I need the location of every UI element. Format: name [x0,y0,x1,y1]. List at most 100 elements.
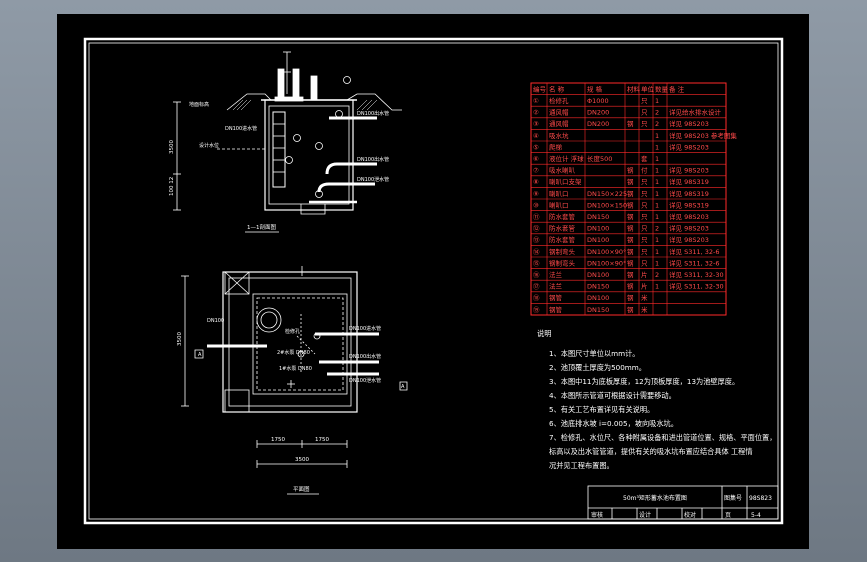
bom-cell: 详见 98S203 [669,224,709,233]
bom-cell: 通风帽 [549,108,569,117]
bom-cell: ⑮ [533,259,540,267]
bom-cell: 片 [641,282,648,291]
outlet-bottom-label: DN100泄水管 [357,176,389,183]
bom-cell: DN200 [587,120,609,128]
bom-cell: 只 [641,97,648,105]
bom-cell: 喇叭口 [549,189,569,198]
bom-cell: ⑯ [533,271,540,279]
bom-header-cell: 单位 [641,84,655,93]
bom-cell: 只 [641,248,648,256]
bom-cell: ⑤ [533,143,539,151]
note-item: 况并见工程布置图。 [549,461,614,470]
bom-cell: 米 [641,305,648,314]
bom-cell: 长度500 [587,154,612,163]
note-item: 6、池底排水坡 i=0.005，坡向吸水坑。 [549,419,678,428]
bom-cell: 喇叭口支架 [549,177,582,186]
bom-cell: Φ1000 [587,97,609,105]
bom-cell: ⑪ [533,213,540,221]
bom-cell: 详见 S311, 32-30 [669,282,724,291]
bom-header-cell: 数量 [655,84,669,93]
plan-bottom-right-dim: 1750 [315,437,329,443]
drawing-no: 98S823 [749,495,772,502]
section-mark-left: A [198,352,202,358]
section-bottom-dim: 100 12 [169,177,175,196]
notes-heading: 说明 [537,329,551,338]
bom-cell: 法兰 [549,282,563,291]
bom-cell: 详见 S311, 32-6 [669,247,719,256]
bom-cell: 吸水坑 [549,131,569,140]
bom-header-cell: 编号 [533,84,547,93]
bom-cell: ⑧ [533,178,539,186]
bom-cell: 防水套管 [549,224,576,233]
bom-cell: 只 [641,178,648,186]
notes-block: 说明 1、本图尺寸单位以mm计。 2、池顶覆土厚度为500mm。 3、本图中11… [537,329,776,470]
bom-header-cell: 名 称 [549,84,565,93]
bom-cell: 只 [641,120,648,128]
bom-cell: ① [533,97,539,105]
outlet-mid-label: DN100出水管 [357,156,389,163]
plan-left-dim: 3500 [177,332,183,346]
bom-cell: DN100 [587,294,609,302]
bom-cell: 1 [655,190,659,198]
plan-bottom-left-dim: 1750 [271,437,285,443]
bom-cell: 钢 [627,120,634,128]
inlet-pipe-label: DN100进水管 [225,125,257,132]
bom-cell: 钢 [627,283,634,291]
bom-cell: 钢 [627,213,634,221]
note-item: 1、本图尺寸单位以mm计。 [549,349,639,358]
drawing-no-label: 图集号 [724,494,742,502]
bom-cell: ⑥ [533,155,539,163]
bom-cell: 钢 [627,178,634,186]
drawing-canvas[interactable]: 3500 100 12 1400 地面标高 设计水位 DN100进水管 DN10… [57,14,809,549]
bom-cell: 钢 [627,248,634,256]
bom-cell: 只 [641,225,648,233]
bom-cell: 1 [655,248,659,256]
water-level-label: 设计水位 [199,142,219,149]
bom-cell: 钢管 [549,305,563,314]
bom-cell: 爬梯 [549,142,563,151]
bom-cell: DN100×90° [587,259,626,267]
bom-cell: DN100×150 [587,201,627,209]
bom-cell: 法兰 [549,270,563,279]
bom-cell: ③ [533,120,539,128]
bom-cell: 钢 [627,259,634,267]
design-label: 设计 [639,511,651,519]
bom-cell: 详见 98S319 [669,200,709,209]
section-depth-dim: 3500 [169,140,175,154]
drawing-title: 50m³矩形蓄水池布置图 [623,494,687,502]
bom-cell: 通风帽 [549,119,569,128]
bom-cell: 液位计 浮球 [549,154,584,163]
plan-view [181,266,408,495]
bom-cell: 详见 98S203 参考图集 [669,131,737,140]
bom-cell: 钢 [627,225,634,233]
bom-cell: 只 [641,236,648,244]
outlet-top-label: DN100出水管 [357,110,389,117]
bom-cell: 钢制弯头 [549,247,576,256]
bom-cell: 详见 98S203 [669,142,709,151]
bom-cell: ⑭ [533,248,540,256]
bom-cell: DN100 [587,225,609,233]
bom-cell: DN100 [587,271,609,279]
bom-cell: 2 [655,120,659,128]
bom-cell: 付 [641,166,648,175]
section-mark-right: A [401,384,405,390]
note-item: 3、本图中11为底板厚度，12为顶板厚度，13为池壁厚度。 [549,377,739,386]
pump1-label: 1#水泵 DN80 [279,365,312,372]
bom-cell: 2 [655,225,659,233]
bom-header-cell: 规 格 [587,84,603,93]
note-item: 2、池顶覆土厚度为500mm。 [549,363,646,372]
bom-cell: 套 [641,154,648,163]
bom-cell: 1 [655,259,659,267]
bom-cell: 1 [655,236,659,244]
bom-cell: 详见 98S203 [669,235,709,244]
bom-cell: 只 [641,109,648,117]
plan-inlet-label: DN100 [207,318,224,324]
bom-cell: ② [533,109,539,117]
section-top-dim: 1400 [295,72,301,86]
bom-cell: 吸水喇叭 [549,166,576,175]
bom-cell: 详见 98S319 [669,177,709,186]
bom-cell: 只 [641,213,648,221]
bom-cell: 防水套管 [549,235,576,244]
bom-cell: 钢 [627,201,634,209]
bom-cell: 喇叭口 [549,200,569,209]
